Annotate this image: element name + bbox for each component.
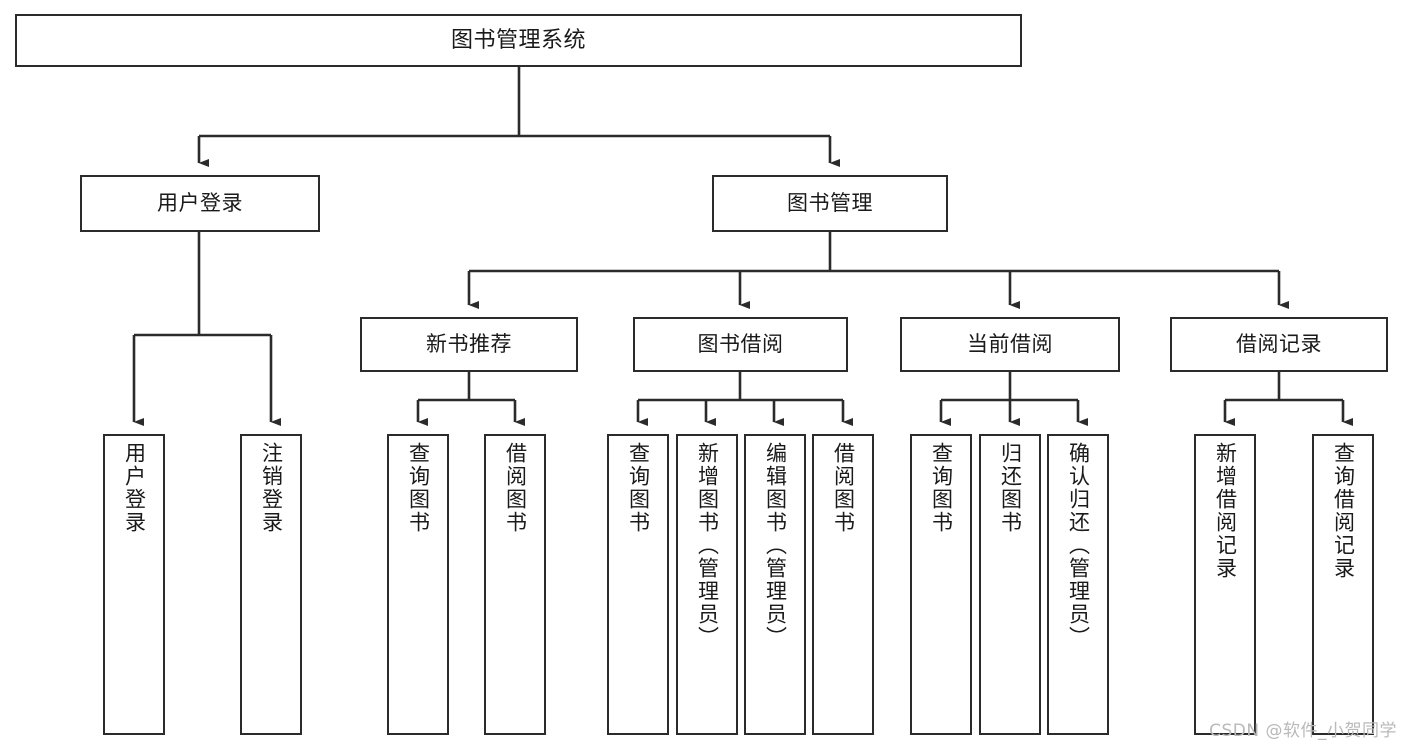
node-book-borrow[interactable]: 图书借阅: [633, 317, 848, 372]
leaf-borrow-add-book[interactable]: 新增图书（管理员）: [676, 434, 738, 735]
node-borrow-record-label: 借阅记录: [1236, 332, 1322, 357]
leaf-user-login-signout[interactable]: 注销登录: [240, 434, 302, 735]
node-book-management-label: 图书管理: [787, 191, 873, 216]
leaf-borrow-lend-book[interactable]: 借阅图书: [812, 434, 874, 735]
leaf-borrow-edit-book-label: 编辑图书（管理员）: [763, 442, 788, 649]
leaf-borrow-lend-book-label: 借阅图书: [831, 442, 856, 534]
leaf-record-query[interactable]: 查询借阅记录: [1312, 434, 1374, 735]
leaf-new-book-borrow[interactable]: 借阅图书: [484, 434, 546, 735]
node-book-borrow-label: 图书借阅: [697, 332, 784, 357]
leaf-borrow-add-book-label: 新增图书（管理员）: [695, 442, 720, 649]
node-root-system-label: 图书管理系统: [450, 27, 586, 53]
leaf-user-login-signin-label: 用户登录: [122, 442, 147, 534]
leaf-user-login-signin[interactable]: 用户登录: [103, 434, 165, 735]
node-root-system[interactable]: 图书管理系统: [15, 14, 1022, 67]
leaf-borrow-edit-book[interactable]: 编辑图书（管理员）: [744, 434, 806, 735]
node-borrow-record[interactable]: 借阅记录: [1170, 317, 1388, 372]
leaf-new-book-query-label: 查询图书: [406, 442, 431, 534]
leaf-borrow-query-book-label: 查询图书: [626, 442, 651, 534]
leaf-borrow-query-book[interactable]: 查询图书: [607, 434, 669, 735]
csdn-watermark: CSDN @软件_小贺同学: [1209, 721, 1397, 741]
node-current-borrow-label: 当前借阅: [967, 332, 1053, 357]
leaf-new-book-query[interactable]: 查询图书: [387, 434, 449, 735]
leaf-current-confirm-return-label: 确认归还（管理员）: [1066, 442, 1091, 649]
leaf-current-query-book[interactable]: 查询图书: [910, 434, 972, 735]
node-new-book-recommend[interactable]: 新书推荐: [360, 317, 578, 372]
node-book-management[interactable]: 图书管理: [712, 175, 948, 232]
node-current-borrow[interactable]: 当前借阅: [900, 317, 1120, 372]
leaf-current-return-book-label: 归还图书: [998, 442, 1023, 534]
leaf-record-add-label: 新增借阅记录: [1213, 442, 1238, 580]
leaf-record-query-label: 查询借阅记录: [1331, 442, 1356, 580]
leaf-user-login-signout-label: 注销登录: [259, 442, 284, 534]
leaf-current-query-book-label: 查询图书: [929, 442, 954, 534]
leaf-current-return-book[interactable]: 归还图书: [979, 434, 1041, 735]
leaf-new-book-borrow-label: 借阅图书: [503, 442, 528, 534]
node-user-login[interactable]: 用户登录: [80, 175, 320, 232]
leaf-current-confirm-return[interactable]: 确认归还（管理员）: [1047, 434, 1109, 735]
node-user-login-label: 用户登录: [157, 191, 243, 216]
leaf-record-add[interactable]: 新增借阅记录: [1194, 434, 1256, 735]
node-new-book-recommend-label: 新书推荐: [426, 332, 512, 357]
